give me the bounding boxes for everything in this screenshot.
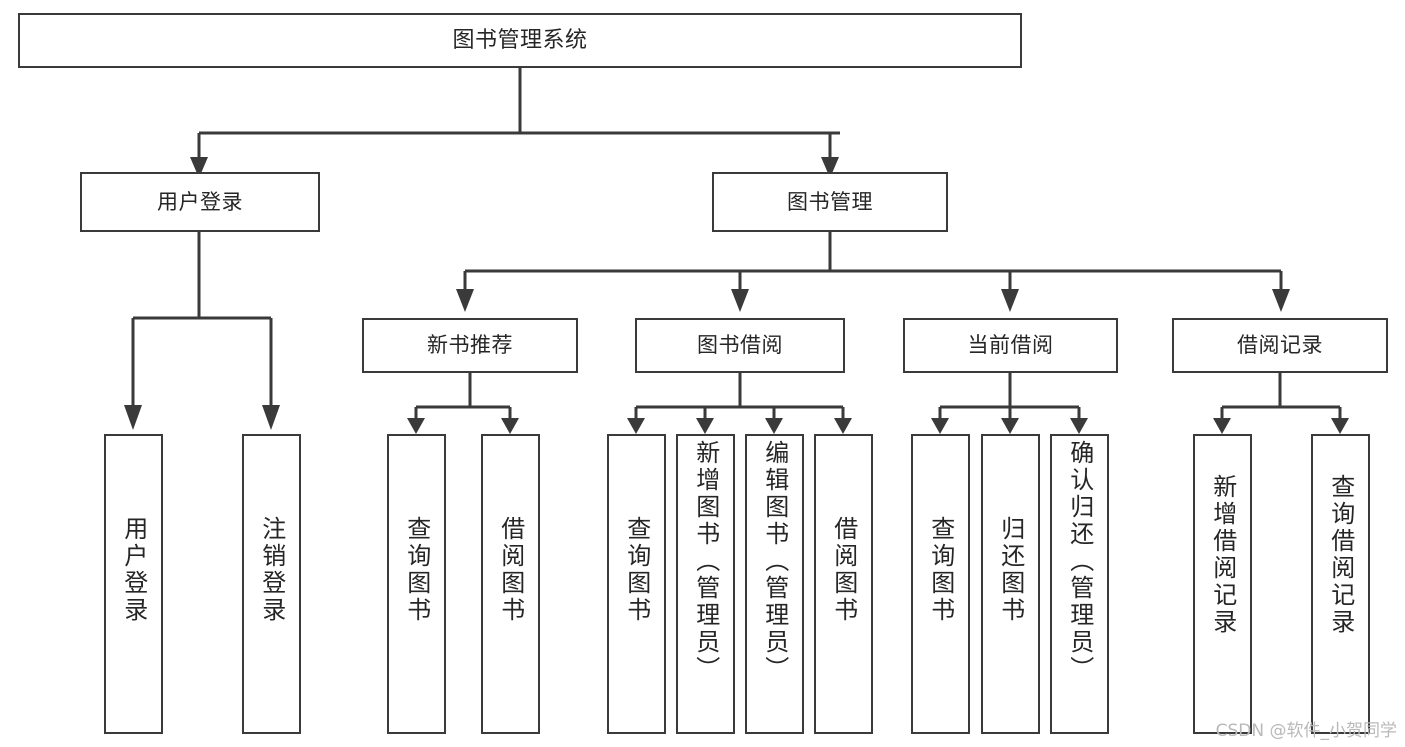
node-label: 当前借阅 [967,333,1054,358]
node-label: 借阅记录 [1237,333,1323,358]
leaf-query-book-current[interactable]: 查询图书 [911,434,970,734]
leaf-return-book[interactable]: 归还图书 [981,434,1040,734]
node-label: 编辑图书（管理员） [760,440,789,683]
node-label: 图书管理系统 [452,27,588,53]
leaf-edit-book[interactable]: 编辑图书（管理员） [745,434,804,734]
csdn-watermark: CSDN @软件_小贺同学 [1215,721,1397,741]
node-label: 用户登录 [157,189,243,214]
node-label: 借阅图书 [829,516,858,624]
leaf-borrow-book-new[interactable]: 借阅图书 [481,434,540,734]
leaf-user-logout[interactable]: 注销登录 [242,434,301,734]
node-label: 借阅图书 [496,516,525,624]
node-new-book-rec[interactable]: 新书推荐 [362,318,578,373]
leaf-query-book-borrow[interactable]: 查询图书 [607,434,666,734]
node-label: 图书管理 [787,189,873,214]
node-label: 查询借阅记录 [1326,474,1355,636]
node-book-manage[interactable]: 图书管理 [712,172,948,232]
node-root-system[interactable]: 图书管理系统 [18,13,1022,68]
node-label: 查询图书 [622,516,651,624]
node-book-borrow[interactable]: 图书借阅 [635,318,845,373]
leaf-add-borrow-record[interactable]: 新增借阅记录 [1193,434,1252,734]
node-borrow-record[interactable]: 借阅记录 [1172,318,1388,373]
node-label: 确认归还（管理员） [1065,440,1094,683]
node-label: 查询图书 [402,516,431,624]
node-label: 新书推荐 [427,333,513,358]
node-label: 新增图书（管理员） [691,440,720,683]
node-label: 查询图书 [926,516,955,624]
node-user-login[interactable]: 用户登录 [80,172,320,232]
leaf-borrow-book-borrow[interactable]: 借阅图书 [814,434,873,734]
leaf-confirm-return[interactable]: 确认归还（管理员） [1050,434,1109,734]
node-current-borrow[interactable]: 当前借阅 [903,318,1118,373]
node-label: 归还图书 [996,516,1025,624]
leaf-add-book[interactable]: 新增图书（管理员） [676,434,735,734]
leaf-user-login[interactable]: 用户登录 [104,434,163,734]
leaf-query-book-new[interactable]: 查询图书 [387,434,446,734]
node-label: 注销登录 [257,516,286,624]
node-label: 新增借阅记录 [1208,474,1237,636]
leaf-query-borrow-record[interactable]: 查询借阅记录 [1311,434,1370,734]
node-label: 图书借阅 [697,333,783,358]
node-label: 用户登录 [119,516,148,624]
